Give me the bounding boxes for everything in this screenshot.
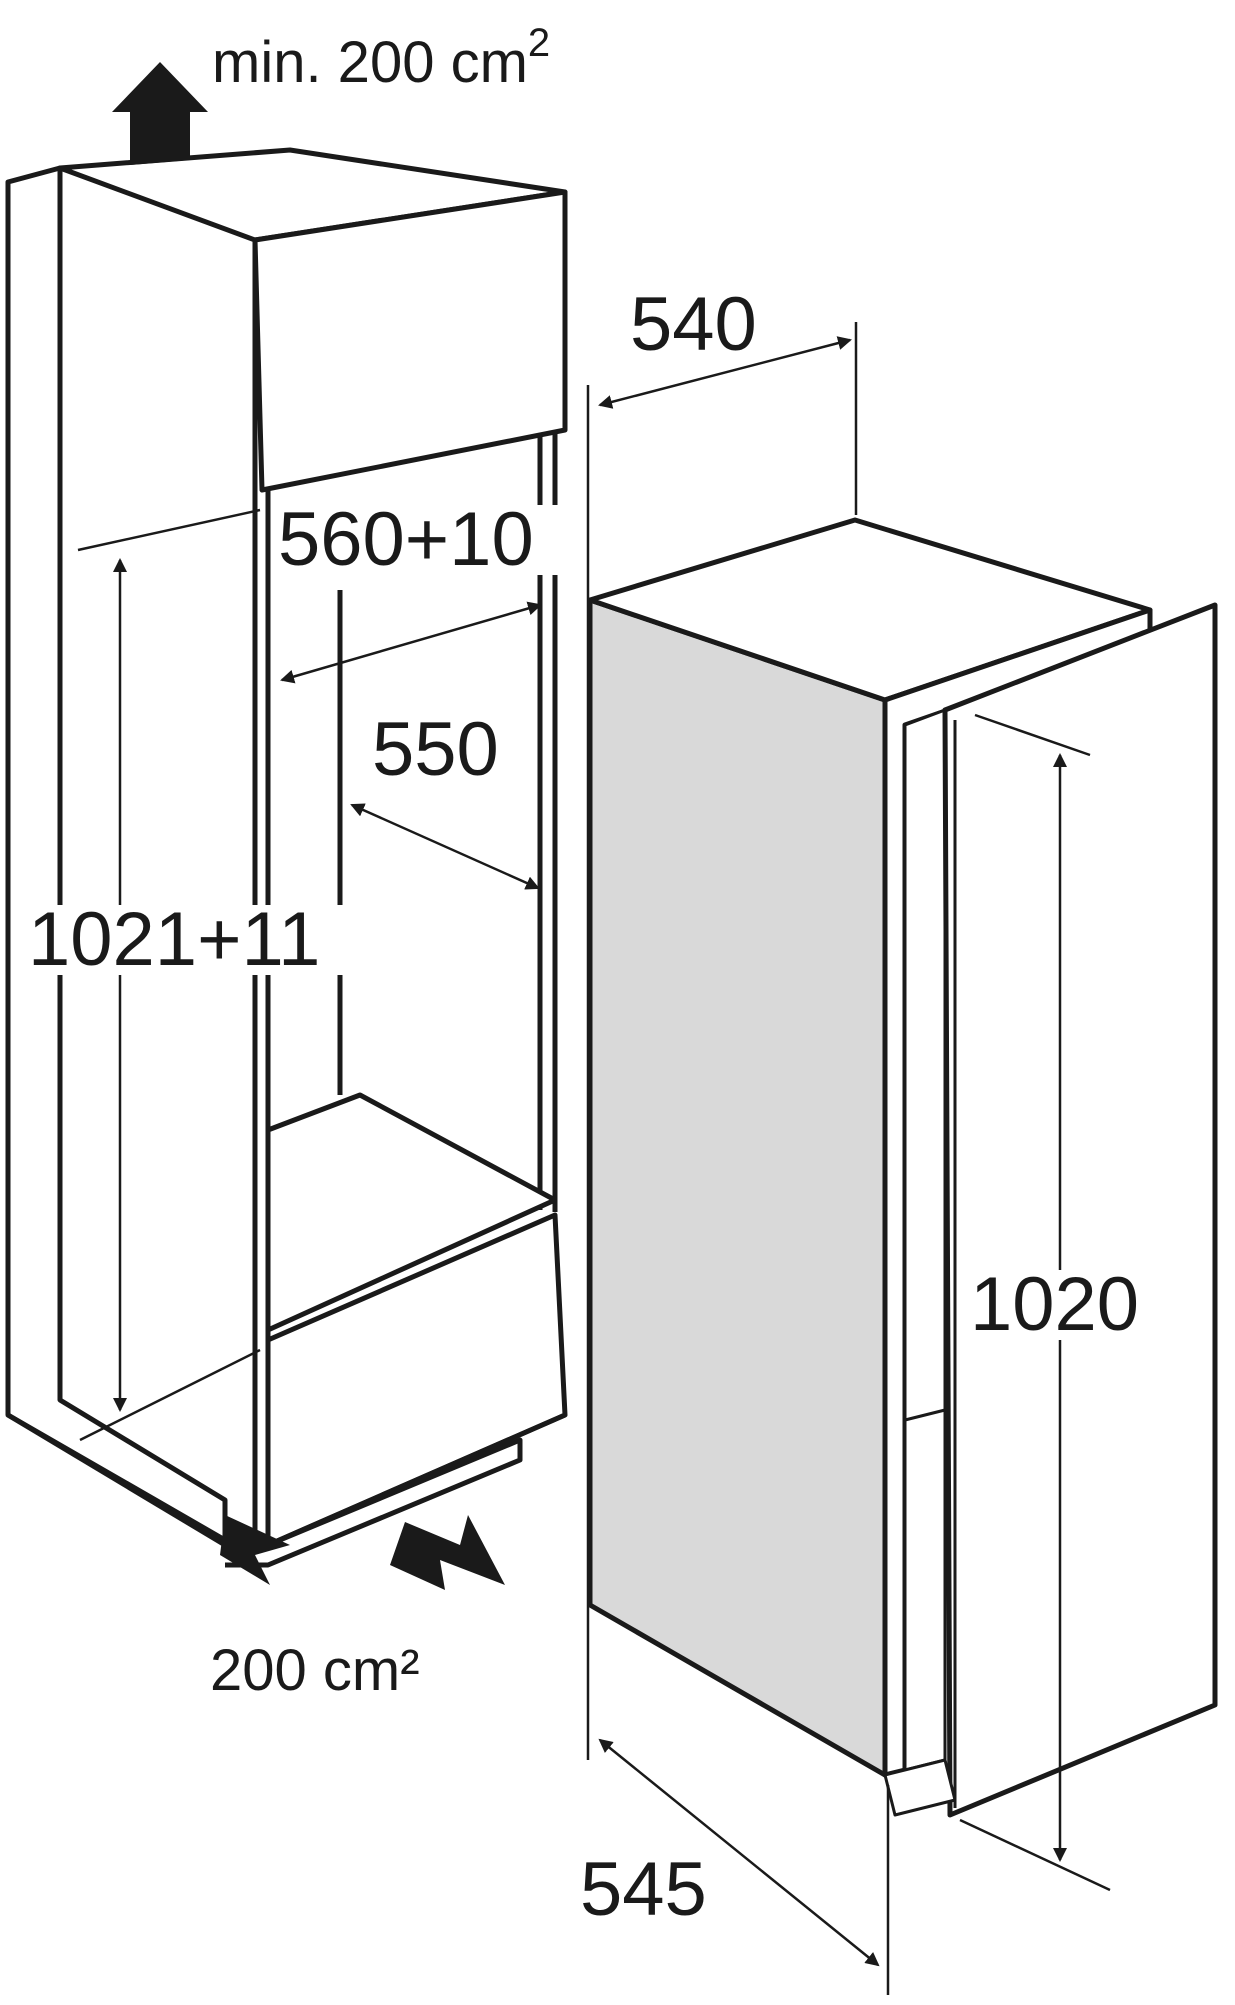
- dim-540-label: 540: [630, 282, 757, 367]
- dim-1021-label: 1021+11: [28, 897, 320, 982]
- cabinet-front-post: [225, 240, 258, 1548]
- dim-560-label: 560+10: [278, 497, 534, 582]
- top-vent-label: min. 200 cm2: [212, 21, 550, 95]
- dim-550-label: 550: [372, 707, 499, 792]
- dim-560-lines: [280, 601, 542, 684]
- top-vent-arrow-icon: [112, 62, 208, 165]
- cabinet-left-panel: [5, 165, 228, 1543]
- appliance: [587, 517, 1218, 1818]
- bottom-vent-label: 200 cm²: [210, 1638, 420, 1703]
- bottom-left-vent-arrow-icon: [220, 1515, 290, 1585]
- dim-545-label: 545: [580, 1847, 707, 1932]
- cabinet-top-front: [252, 189, 568, 493]
- appliance-door: [942, 602, 1218, 1818]
- dim-1020-label: 1020: [970, 1262, 1139, 1347]
- dim-1021-lines: [77, 508, 261, 1442]
- cabinet-niche: [5, 147, 568, 1568]
- bottom-vent-arrow-icon: [390, 1515, 505, 1590]
- cabinet-bottom-shelf: [265, 1092, 558, 1333]
- appliance-side: [587, 597, 888, 1778]
- dim-540-lines: [586, 322, 858, 1760]
- dim-550-lines: [350, 803, 540, 890]
- dim-545-lines: [598, 1738, 890, 1995]
